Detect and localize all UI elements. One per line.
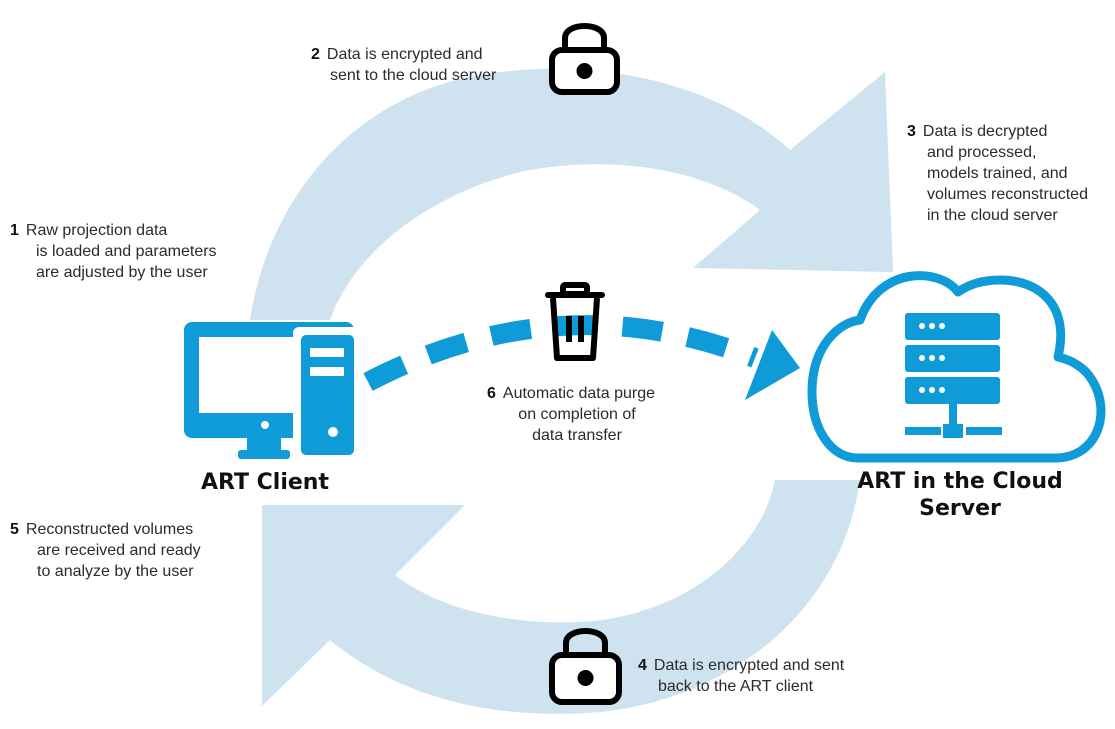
step-text: to analyze by the user — [37, 563, 194, 580]
step-text: Data is decrypted — [922, 123, 1048, 140]
step-number: 6 — [487, 385, 496, 402]
step-number: 1 — [10, 222, 19, 239]
server-label-line-1: ART in the Cloud — [857, 469, 1063, 494]
transfer-arrowhead — [745, 330, 800, 400]
transfer-dashed-line — [363, 315, 759, 391]
desktop-computer-icon — [184, 322, 358, 462]
step-number: 5 — [10, 521, 19, 538]
step-text: Data is encrypted and sent — [653, 657, 845, 674]
step-4: 4 Data is encrypted and sent back to the … — [638, 655, 844, 697]
step-1: 1 Raw projection data is loaded and param… — [10, 220, 217, 283]
step-text: models trained, and — [927, 165, 1068, 182]
step-text: Raw projection data — [25, 222, 168, 239]
step-text: back to the ART client — [658, 678, 814, 695]
step-text: are adjusted by the user — [36, 264, 208, 281]
step-text: on completion of — [518, 406, 636, 423]
step-text: data transfer — [532, 427, 622, 444]
step-text: is loaded and parameters — [36, 243, 217, 260]
step-number: 2 — [311, 46, 320, 63]
step-5: 5 Reconstructed volumes are received and … — [10, 519, 201, 582]
step-6: 6 Automatic data purge on completion of d… — [476, 383, 666, 446]
step-text: and processed, — [927, 144, 1037, 161]
cycle-arrow-bottom — [262, 480, 860, 714]
lock-icon-bottom — [549, 628, 622, 705]
cloud-server-icon — [807, 271, 1106, 463]
step-text: Reconstructed volumes — [25, 521, 194, 538]
step-text: Data is encrypted and — [326, 46, 483, 63]
step-text: Automatic data purge — [502, 385, 655, 402]
step-text: volumes reconstructed — [927, 186, 1088, 203]
step-text: sent to the cloud server — [330, 67, 497, 84]
server-label: ART in the Cloud Server — [840, 468, 1080, 522]
server-label-line-2: Server — [919, 496, 1001, 521]
cycle-arrow-top — [250, 68, 893, 320]
step-number: 4 — [638, 657, 647, 674]
client-label: ART Client — [201, 470, 329, 495]
trash-icon — [545, 282, 605, 361]
lock-icon-top — [549, 23, 620, 95]
step-3: 3 Data is decrypted and processed, models… — [907, 121, 1088, 226]
step-text: are received and ready — [37, 542, 201, 559]
step-number: 3 — [907, 123, 916, 140]
step-text: in the cloud server — [927, 207, 1058, 224]
step-2: 2 Data is encrypted and sent to the cloud… — [311, 44, 496, 86]
